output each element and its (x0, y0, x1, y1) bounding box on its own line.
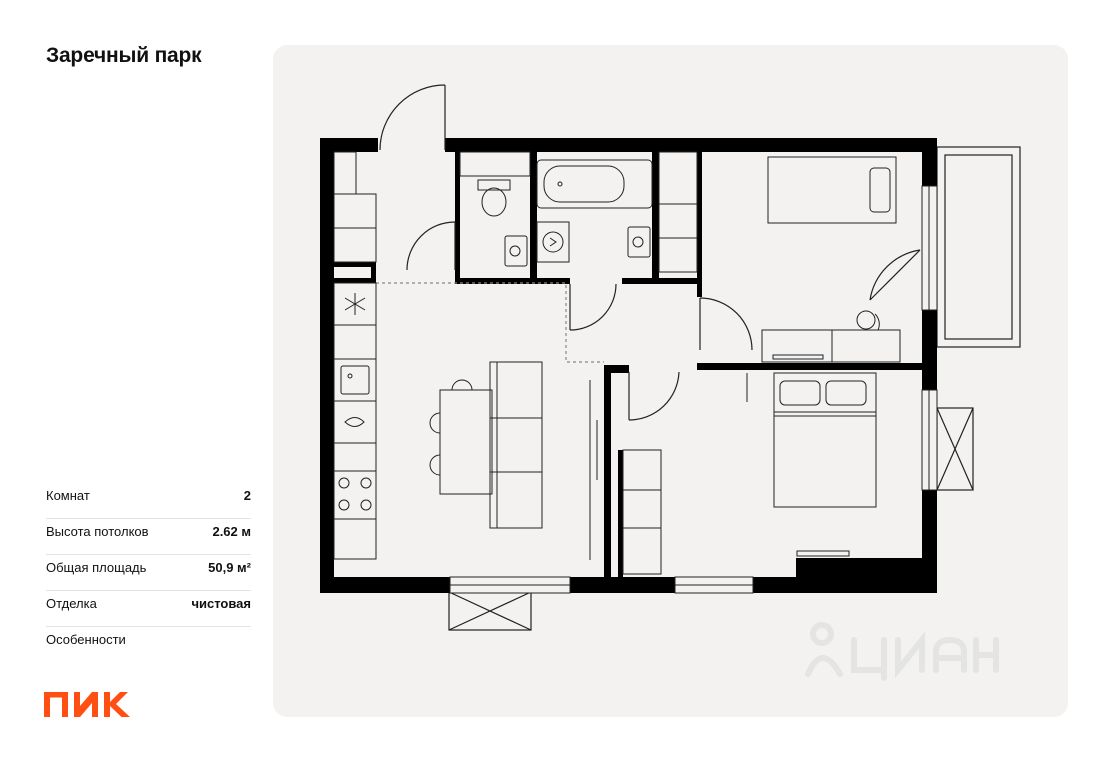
floor-plan (320, 84, 1021, 631)
spec-label: Отделка (46, 596, 97, 611)
apartment-specs: Комнат 2 Высота потолков 2.62 м Общая пл… (46, 483, 251, 663)
spec-value: 2.62 м (212, 524, 251, 539)
spec-ceiling-height: Высота потолков 2.62 м (46, 519, 251, 555)
spec-total-area: Общая площадь 50,9 м² (46, 555, 251, 591)
doors (376, 84, 921, 421)
spec-value: чистовая (191, 596, 251, 611)
spec-label: Особенности (46, 632, 126, 647)
spec-value: 2 (243, 488, 251, 503)
project-title: Заречный парк (46, 44, 202, 67)
spec-label: Комнат (46, 488, 90, 503)
walls (320, 138, 937, 593)
spec-value: 50,9 м² (208, 560, 251, 575)
spec-label: Высота потолков (46, 524, 149, 539)
spec-finish: Отделка чистовая (46, 591, 251, 627)
cian-watermark (805, 622, 999, 681)
pik-logo (44, 692, 130, 717)
spec-label: Общая площадь (46, 560, 147, 575)
floor-plan-panel (273, 45, 1068, 717)
spec-features: Особенности (46, 627, 251, 663)
spec-rooms: Комнат 2 (46, 483, 251, 519)
